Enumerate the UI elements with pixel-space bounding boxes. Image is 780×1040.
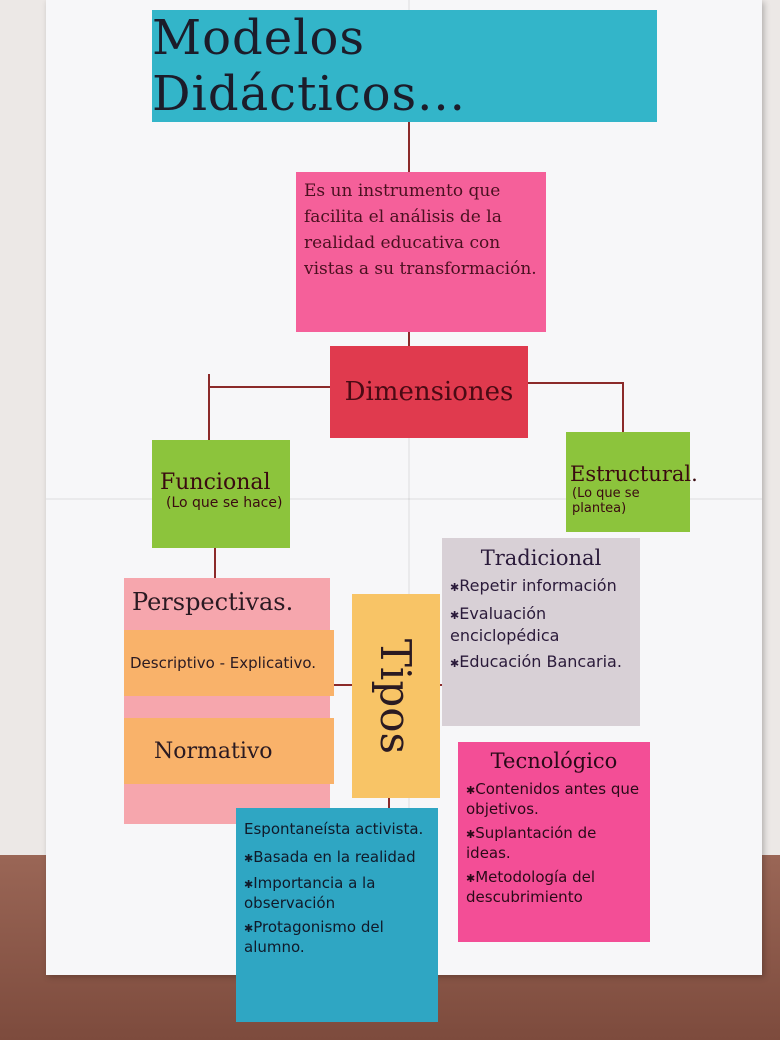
- spontaneous-item: Basada en la realidad: [244, 848, 430, 868]
- perspective-normative: Normativo: [124, 718, 334, 784]
- perspective-descriptive: Descriptivo - Explicativo.: [124, 630, 334, 696]
- structural-title: Estructural.: [570, 462, 698, 486]
- structural-card: Estructural. (Lo que se plantea): [566, 432, 698, 532]
- connector-functional-perspectives: [214, 548, 216, 578]
- perspectives-card: Perspectivas. Descriptivo - Explicativo.…: [124, 578, 334, 824]
- connector-right-down: [622, 382, 624, 432]
- connector-perspectives-types: [330, 684, 352, 686]
- structural-subtitle: (Lo que se plantea): [572, 486, 640, 516]
- traditional-item: Repetir información: [450, 576, 632, 598]
- spontaneous-item: Protagonismo del alumno.: [244, 918, 430, 956]
- functional-card: Funcional (Lo que se hace): [152, 440, 290, 548]
- poster-fold-vertical: [408, 0, 410, 975]
- technological-card: Tecnológico Contenidos antes que objetiv…: [458, 742, 650, 942]
- definition-text: Es un instrumento que facilita el anális…: [304, 181, 537, 279]
- types-card: Tipos: [352, 594, 440, 798]
- connector-definition-dimensions: [408, 332, 410, 346]
- definition-card: Es un instrumento que facilita el anális…: [296, 172, 546, 332]
- traditional-card: Tradicional Repetir información Evaluaci…: [442, 538, 640, 726]
- connector-types-spontaneous: [388, 798, 390, 808]
- spontaneous-card: Espontaneísta activista. Basada en la re…: [236, 808, 438, 1022]
- technological-title: Tecnológico: [490, 749, 618, 773]
- functional-title: Funcional: [160, 470, 271, 495]
- types-label: Tipos: [371, 638, 421, 754]
- connector-title-definition: [408, 122, 410, 172]
- traditional-item: Educación Bancaria.: [450, 652, 632, 674]
- poster-fold-horizontal: [46, 498, 762, 500]
- dimensions-card: Dimensiones: [330, 346, 528, 438]
- title-card: Modelos Didácticos...: [152, 10, 657, 122]
- technological-item: Suplantación de ideas.: [466, 824, 642, 862]
- poster-title: Modelos Didácticos...: [152, 10, 466, 122]
- perspectives-label: Perspectivas.: [132, 588, 294, 616]
- dimensions-label: Dimensiones: [344, 377, 514, 407]
- traditional-title: Tradicional: [480, 546, 602, 570]
- traditional-item: Evaluación enciclopédica: [450, 604, 632, 646]
- connector-dimensions-right: [528, 382, 624, 384]
- spontaneous-title: Espontaneísta activista.: [244, 820, 424, 838]
- technological-item: Metodología del descubrimiento: [466, 868, 642, 906]
- connector-dimensions-left: [208, 386, 330, 388]
- connector-left-down: [208, 374, 210, 440]
- functional-subtitle: (Lo que se hace): [166, 495, 283, 511]
- spontaneous-item: Importancia a la observación: [244, 874, 430, 912]
- technological-item: Contenidos antes que objetivos.: [466, 780, 642, 818]
